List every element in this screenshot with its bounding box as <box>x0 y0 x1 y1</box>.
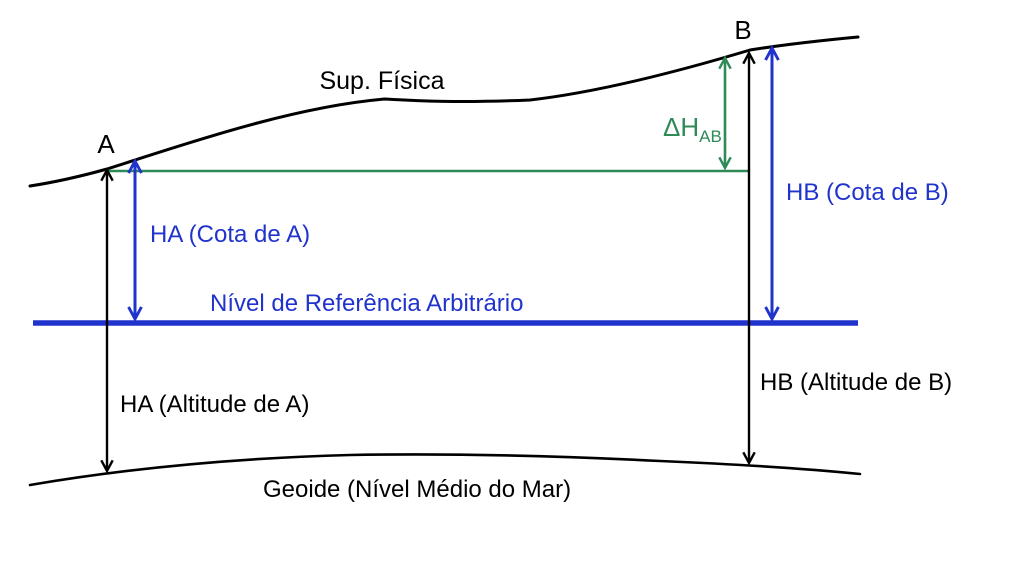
label-cota-b: HB (Cota de B) <box>786 179 949 206</box>
label-altitude-b: HB (Altitude de B) <box>760 369 952 396</box>
label-cota-a: HA (Cota de A) <box>150 221 310 248</box>
label-physical-surface: Sup. Física <box>319 67 444 95</box>
delta-h-main: ΔH <box>663 112 699 142</box>
label-point-a: A <box>97 129 115 159</box>
label-point-b: B <box>734 15 751 45</box>
label-reference-level: Nível de Referência Arbitrário <box>210 290 523 317</box>
label-geoid: Geoide (Nível Médio do Mar) <box>263 476 571 503</box>
physical-surface-curve <box>28 35 860 188</box>
label-altitude-a: HA (Altitude de A) <box>120 391 309 418</box>
label-delta-h-ab: ΔHAB <box>663 112 722 146</box>
delta-h-subscript: AB <box>699 127 722 146</box>
geoid-curve <box>28 453 862 487</box>
